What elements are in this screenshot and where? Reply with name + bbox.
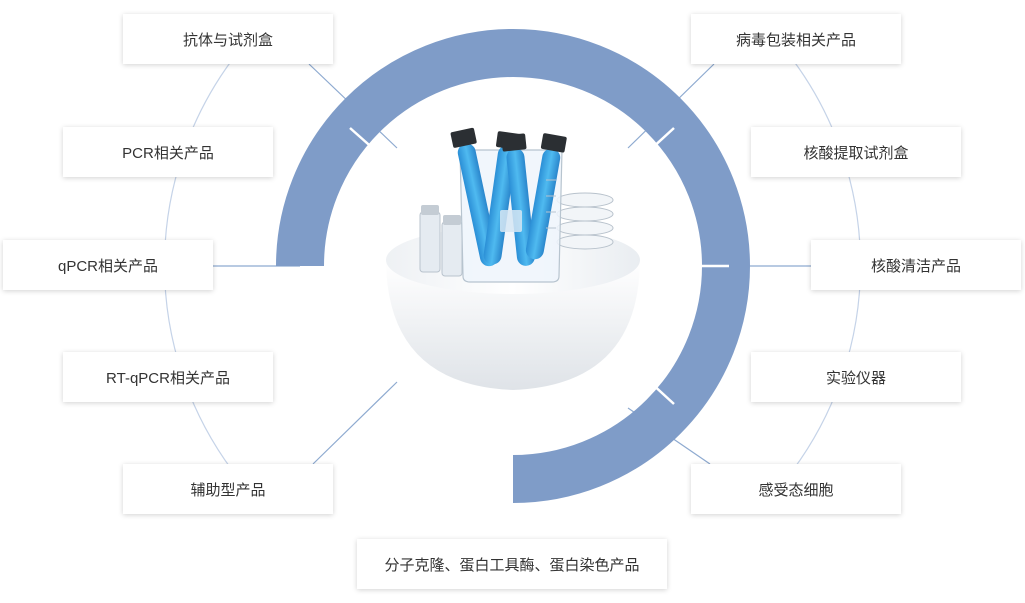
category-label: qPCR相关产品 bbox=[57, 257, 158, 275]
lab-glassware-bowl-icon bbox=[386, 127, 640, 390]
category-label: 感受态细胞 bbox=[758, 481, 834, 499]
category-label: 分子克隆、蛋白工具酶、蛋白染色产品 bbox=[384, 556, 640, 574]
category-box-rt-qpcr[interactable]: RT-qPCR相关产品 bbox=[63, 352, 273, 402]
category-label: RT-qPCR相关产品 bbox=[106, 369, 230, 387]
category-label: 辅助型产品 bbox=[190, 481, 266, 499]
category-box-qpcr[interactable]: qPCR相关产品 bbox=[3, 240, 213, 290]
category-box-nucleic-extraction[interactable]: 核酸提取试剂盒 bbox=[751, 127, 961, 177]
category-box-virus-packaging[interactable]: 病毒包装相关产品 bbox=[691, 14, 901, 64]
category-box-antibody-kits[interactable]: 抗体与试剂盒 bbox=[123, 14, 333, 64]
category-box-nucleic-cleanup[interactable]: 核酸清洁产品 bbox=[811, 240, 1021, 290]
accent-ring-arc bbox=[276, 29, 750, 503]
category-box-pcr[interactable]: PCR相关产品 bbox=[63, 127, 273, 177]
category-label: 抗体与试剂盒 bbox=[182, 31, 273, 49]
category-box-cloning-protein[interactable]: 分子克隆、蛋白工具酶、蛋白染色产品 bbox=[357, 539, 667, 589]
category-label: 核酸清洁产品 bbox=[870, 257, 961, 275]
category-label: 实验仪器 bbox=[825, 369, 886, 387]
category-label: PCR相关产品 bbox=[122, 144, 214, 162]
category-box-auxiliary[interactable]: 辅助型产品 bbox=[123, 464, 333, 514]
ring-separators bbox=[349, 127, 729, 405]
category-box-competent-cells[interactable]: 感受态细胞 bbox=[691, 464, 901, 514]
category-box-lab-instruments[interactable]: 实验仪器 bbox=[751, 352, 961, 402]
category-label: 病毒包装相关产品 bbox=[735, 31, 856, 49]
category-label: 核酸提取试剂盒 bbox=[803, 144, 909, 162]
